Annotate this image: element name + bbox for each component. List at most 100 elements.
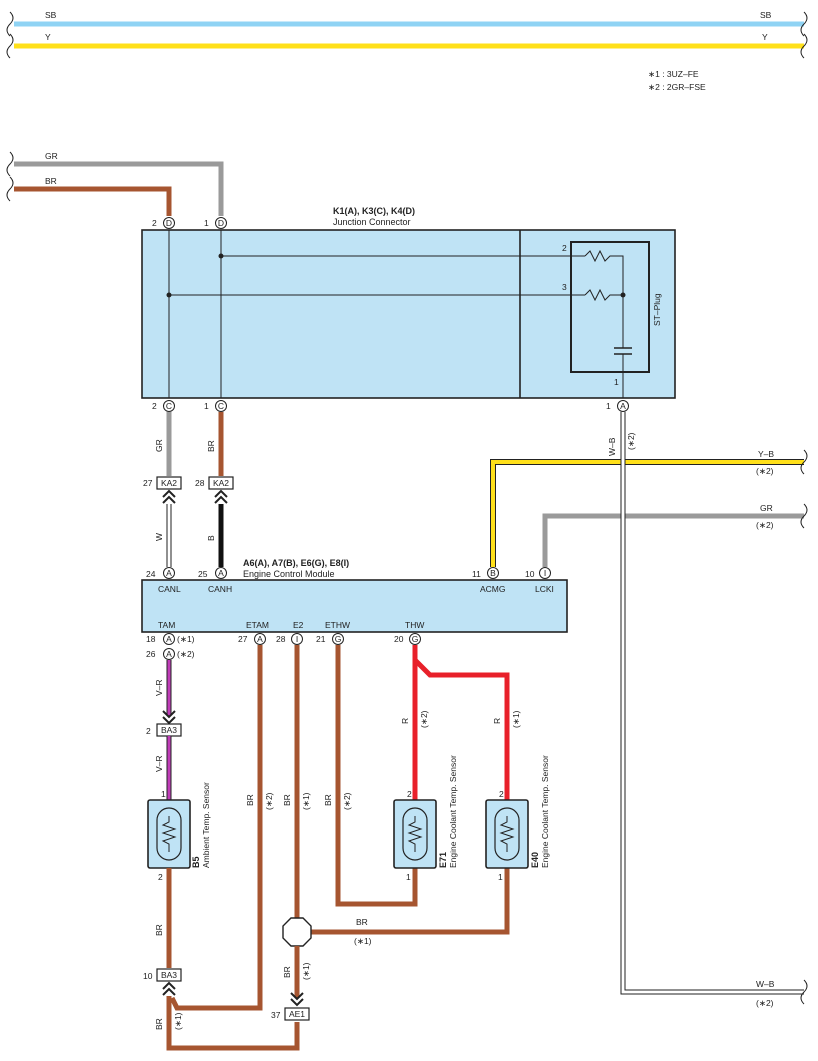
svg-text:Y–B: Y–B — [758, 449, 774, 459]
wire-gr-input — [6, 151, 224, 216]
ecm-pin-i10 — [539, 567, 551, 579]
svg-text:1: 1 — [204, 218, 209, 228]
svg-text:BR: BR — [245, 794, 255, 806]
svg-text:A: A — [620, 401, 626, 411]
svg-text:I: I — [296, 634, 298, 644]
svg-text:R: R — [400, 718, 410, 724]
svg-text:(∗1): (∗1) — [177, 634, 195, 644]
svg-text:24: 24 — [146, 569, 156, 579]
sensor-b5-code: B5 — [191, 856, 201, 868]
svg-text:20: 20 — [394, 634, 404, 644]
svg-text:KA2: KA2 — [161, 478, 177, 488]
junction-pin-a1 — [617, 400, 629, 412]
sensor-e71-code: E71 — [438, 852, 448, 868]
svg-text:GR: GR — [154, 439, 164, 452]
svg-text:G: G — [412, 634, 419, 644]
ecm-title: A6(A), A7(B), E6(G), E8(I) — [243, 558, 349, 568]
svg-text:25: 25 — [198, 569, 208, 579]
wire-br-splice-e40 — [297, 868, 510, 935]
junction-title: K1(A), K3(C), K4(D) — [333, 206, 415, 216]
wire-sb-top — [6, 11, 808, 37]
ecm-pin-b11 — [487, 567, 499, 579]
ecm-terminal-tam: TAM — [158, 620, 175, 630]
splice-point — [282, 917, 312, 947]
svg-text:10: 10 — [525, 569, 535, 579]
svg-text:2: 2 — [146, 726, 151, 736]
ecm-terminal-lcki: LCKI — [535, 584, 554, 594]
junction-pin-d1 — [215, 217, 227, 229]
wire-br-input — [6, 176, 172, 216]
svg-text:1: 1 — [498, 872, 503, 882]
wire-label-y-left: Y — [45, 32, 51, 42]
svg-text:(∗2): (∗2) — [756, 998, 774, 1008]
svg-text:AE1: AE1 — [289, 1009, 305, 1019]
svg-text:A: A — [257, 634, 263, 644]
svg-text:21: 21 — [316, 634, 326, 644]
svg-text:(∗1): (∗1) — [301, 962, 311, 980]
ecm-pin-a25 — [215, 567, 227, 579]
svg-text:R: R — [492, 718, 502, 724]
svg-text:A: A — [218, 568, 224, 578]
svg-text:A: A — [166, 649, 172, 659]
st-plug-resistor-2 — [584, 288, 623, 302]
ecm-terminal-etam: ETAM — [246, 620, 269, 630]
wire-label-sb-left: SB — [45, 10, 57, 20]
junction-pin-c1 — [215, 400, 227, 412]
svg-text:18: 18 — [146, 634, 156, 644]
svg-text:28: 28 — [276, 634, 286, 644]
svg-text:28: 28 — [195, 478, 205, 488]
ecm-pin-g20 — [409, 633, 421, 645]
wire-br-ethw — [335, 645, 418, 907]
svg-text:BR: BR — [323, 794, 333, 806]
svg-text:BR: BR — [356, 917, 368, 927]
svg-text:BR: BR — [154, 1018, 164, 1030]
sensor-e40-code: E40 — [530, 852, 540, 868]
engine-coolant-temp-sensor-e71 — [393, 799, 437, 869]
svg-text:D: D — [218, 218, 224, 228]
wire-label-br-input: BR — [45, 176, 57, 186]
svg-text:(∗2): (∗2) — [264, 792, 274, 810]
connector-ae1-37 — [284, 1007, 310, 1021]
ecm-pin-i28 — [291, 633, 303, 645]
st-plug-pin-3: 3 — [562, 282, 567, 292]
svg-text:1: 1 — [204, 401, 209, 411]
junction-pin-d2 — [163, 217, 175, 229]
wire-wb-stplug — [620, 412, 808, 1005]
wire-gr-lcki — [542, 503, 808, 567]
ambient-temp-sensor — [147, 799, 191, 869]
svg-text:V–R: V–R — [154, 679, 164, 696]
svg-text:W: W — [154, 533, 164, 541]
svg-text:26: 26 — [146, 649, 156, 659]
note-2: ∗2 : 2GR–FSE — [648, 82, 706, 92]
svg-text:C: C — [166, 401, 172, 411]
svg-text:(∗2): (∗2) — [177, 649, 195, 659]
svg-text:27: 27 — [143, 478, 153, 488]
wire-br-ba3-ae1 — [166, 996, 300, 1051]
svg-text:KA2: KA2 — [213, 478, 229, 488]
svg-text:1: 1 — [606, 401, 611, 411]
ecm-pin-a26 — [163, 648, 175, 660]
svg-text:I: I — [544, 568, 546, 578]
sensor-e40-name: Engine Coolant Temp. Sensor — [540, 755, 550, 868]
svg-text:BR: BR — [282, 794, 292, 806]
st-plug-label: ST–Plug — [652, 293, 662, 326]
ecm-pin-a27 — [254, 633, 266, 645]
ecm-terminal-canl: CANL — [158, 584, 181, 594]
ecm-subtitle: Engine Control Module — [243, 569, 335, 579]
engine-coolant-temp-sensor-e40 — [485, 799, 529, 869]
svg-text:BR: BR — [282, 966, 292, 978]
svg-text:BA3: BA3 — [161, 725, 177, 735]
ecm-terminal-e2: E2 — [293, 620, 304, 630]
svg-text:W–B: W–B — [756, 979, 775, 989]
wire-br-etam — [169, 645, 263, 1011]
svg-text:(∗1): (∗1) — [354, 936, 372, 946]
connector-ba3-10 — [156, 968, 182, 982]
svg-text:D: D — [166, 218, 172, 228]
svg-text:2: 2 — [407, 789, 412, 799]
svg-text:37: 37 — [271, 1010, 281, 1020]
wire-r-thw-e40 — [413, 658, 510, 800]
wire-label-gr-input: GR — [45, 151, 58, 161]
svg-text:10: 10 — [143, 971, 153, 981]
st-plug — [570, 241, 650, 373]
